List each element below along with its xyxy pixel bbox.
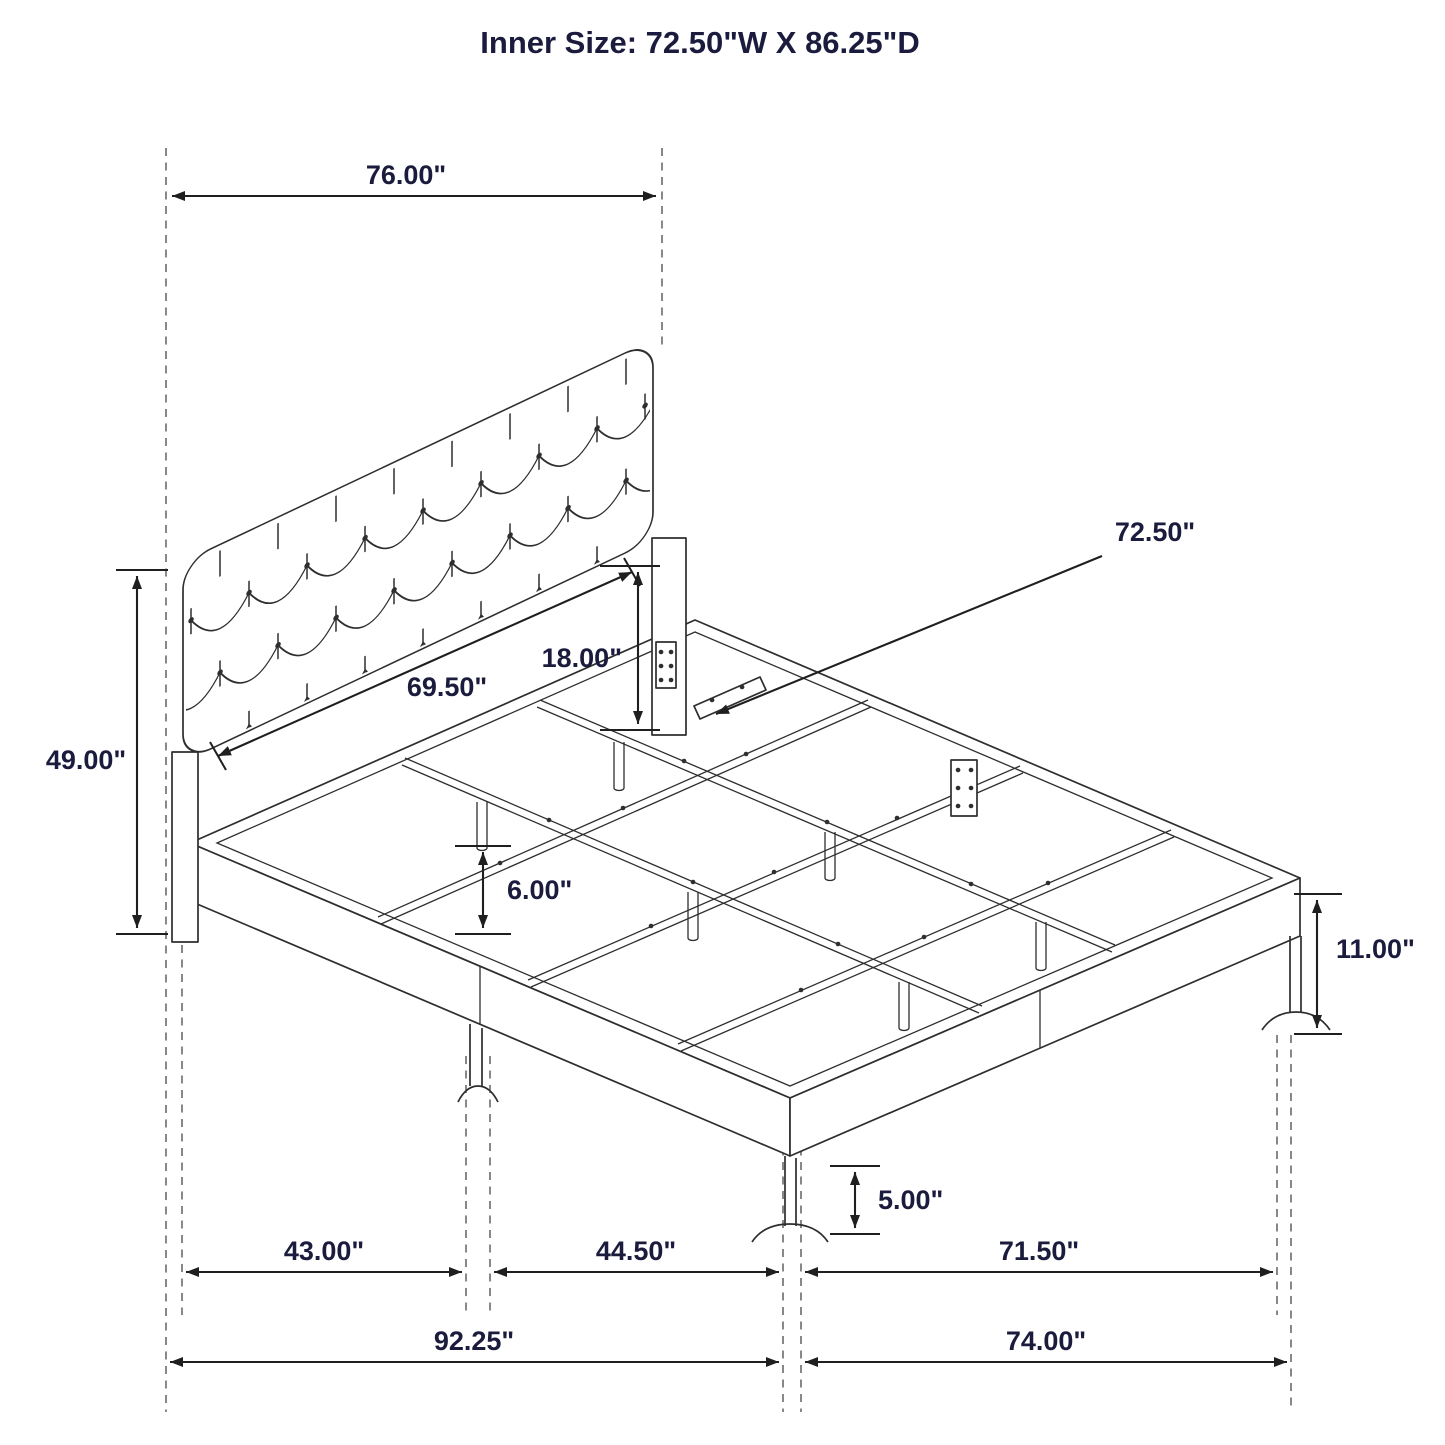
support-legs [476, 742, 1047, 1032]
dimension-headboard-panel-width: 69.50" [209, 557, 641, 771]
dim-segment-mid-label: 44.50" [596, 1236, 676, 1266]
dim-leg-height-label: 5.00" [878, 1185, 943, 1215]
dim-segment-head-label: 43.00" [284, 1236, 364, 1266]
bracket-dots [709, 684, 745, 703]
bracket-dots [658, 649, 674, 683]
dim-headboard-panel-height-label: 18.00" [542, 643, 622, 673]
dimension-overall-foot: 74.00" [805, 1326, 1287, 1367]
screw-dots [497, 751, 1051, 993]
dim-overall-head-label: 92.25" [434, 1326, 514, 1356]
dimension-segment-mid: 44.50" [494, 1236, 779, 1277]
drawer-seams [479, 966, 1041, 1048]
dimension-headboard-height: 49.00" [46, 569, 168, 935]
dimension-side-height: 11.00" [1294, 893, 1415, 1035]
dimension-rail-height: 6.00" [455, 845, 572, 935]
dimension-inner-width: 72.50" [715, 517, 1195, 715]
headboard-post-right [651, 537, 687, 736]
dim-inner-width-label: 72.50" [1115, 517, 1195, 547]
headboard-post-left [171, 751, 199, 943]
dim-segment-foot-label: 71.50" [999, 1236, 1079, 1266]
bracket-dots [955, 767, 974, 809]
dim-overall-foot-label: 74.00" [1006, 1326, 1086, 1356]
center-rail-bracket [693, 676, 767, 720]
dim-width-overall-label: 76.00" [366, 160, 446, 190]
dim-side-height-label: 11.00" [1336, 934, 1415, 964]
extension-lines [165, 148, 1292, 1412]
dimension-overall-head: 92.25" [170, 1326, 779, 1367]
front-leg [751, 1156, 829, 1243]
page-title: Inner Size: 72.50"W X 86.25"D [480, 25, 919, 60]
dimension-width-overall: 76.00" [172, 160, 656, 201]
dim-rail-height-label: 6.00" [507, 875, 572, 905]
dimension-segment-head: 43.00" [186, 1236, 462, 1277]
dim-headboard-panel-width-label: 69.50" [407, 672, 487, 702]
right-leg [1261, 936, 1331, 1031]
side-panel-front [789, 877, 1301, 1157]
dimension-leg-height: 5.00" [830, 1165, 943, 1235]
dimension-segment-foot: 71.50" [805, 1236, 1273, 1277]
middle-leg [457, 1024, 499, 1103]
dim-headboard-height-label: 49.00" [46, 745, 126, 775]
bed-frame [189, 619, 1331, 1243]
